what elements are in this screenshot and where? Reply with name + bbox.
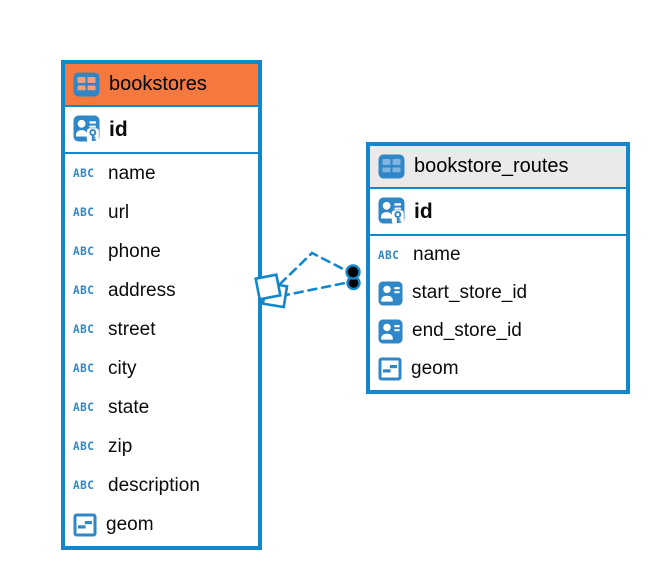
column-name: geom [411, 358, 459, 379]
text-type-icon: ABC [73, 244, 95, 259]
table-icon [73, 71, 100, 98]
column-name: street [108, 318, 156, 340]
column-name: phone [108, 240, 161, 262]
column-name: url [108, 201, 130, 223]
text-type-icon: ABC [378, 248, 400, 262]
table-icon [378, 153, 405, 180]
table-title: bookstores [109, 73, 207, 95]
primary-key-icon [73, 115, 100, 145]
table-title: bookstore_routes [414, 155, 569, 177]
column-name: end_store_id [412, 320, 522, 341]
foreign-key-icon [378, 319, 403, 344]
column-name: state [108, 396, 150, 418]
column-name: name [413, 244, 461, 265]
primary-key-icon [378, 197, 405, 227]
text-type-icon: ABC [73, 205, 95, 220]
column-row-id[interactable]: id [65, 107, 258, 154]
column-row-description[interactable]: ABC description [65, 466, 258, 505]
column-row-name[interactable]: ABC name [65, 154, 258, 193]
foreign-key-icon [378, 281, 403, 306]
column-row-address[interactable]: ABC address [65, 271, 258, 310]
relationship-edge-start-store[interactable] [278, 251, 349, 286]
text-type-icon: ABC [73, 322, 95, 337]
text-type-icon: ABC [73, 361, 95, 376]
column-row-phone[interactable]: ABC phone [65, 232, 258, 271]
column-row-end_store_id[interactable]: end_store_id [370, 312, 626, 350]
column-name: name [108, 162, 156, 184]
column-row-name[interactable]: ABC name [370, 236, 626, 274]
column-name: id [414, 199, 433, 223]
column-row-id[interactable]: id [370, 189, 626, 236]
column-row-street[interactable]: ABC street [65, 310, 258, 349]
text-type-icon: ABC [73, 166, 95, 181]
column-name: address [108, 279, 176, 301]
relationship-edge-end-store[interactable] [279, 281, 347, 298]
table-header[interactable]: bookstore_routes [370, 146, 626, 189]
text-type-icon: ABC [73, 400, 95, 415]
column-row-geom[interactable]: geom [370, 350, 626, 388]
column-name: description [108, 474, 200, 496]
column-name: city [108, 357, 137, 379]
text-type-icon: ABC [73, 283, 95, 298]
column-name: start_store_id [412, 282, 528, 303]
column-row-zip[interactable]: ABC zip [65, 427, 258, 466]
column-row-geom[interactable]: geom [65, 505, 258, 544]
geometry-icon [378, 357, 402, 381]
column-name: geom [106, 513, 154, 535]
table-header[interactable]: bookstores [65, 64, 258, 107]
relationship-target-handle[interactable] [345, 264, 361, 291]
text-type-icon: ABC [73, 478, 95, 493]
column-name: id [109, 117, 128, 141]
column-row-city[interactable]: ABC city [65, 349, 258, 388]
column-row-state[interactable]: ABC state [65, 388, 258, 427]
geometry-icon [73, 513, 97, 537]
text-type-icon: ABC [73, 439, 95, 454]
column-name: zip [108, 435, 133, 457]
column-row-url[interactable]: ABC url [65, 193, 258, 232]
column-row-start_store_id[interactable]: start_store_id [370, 274, 626, 312]
